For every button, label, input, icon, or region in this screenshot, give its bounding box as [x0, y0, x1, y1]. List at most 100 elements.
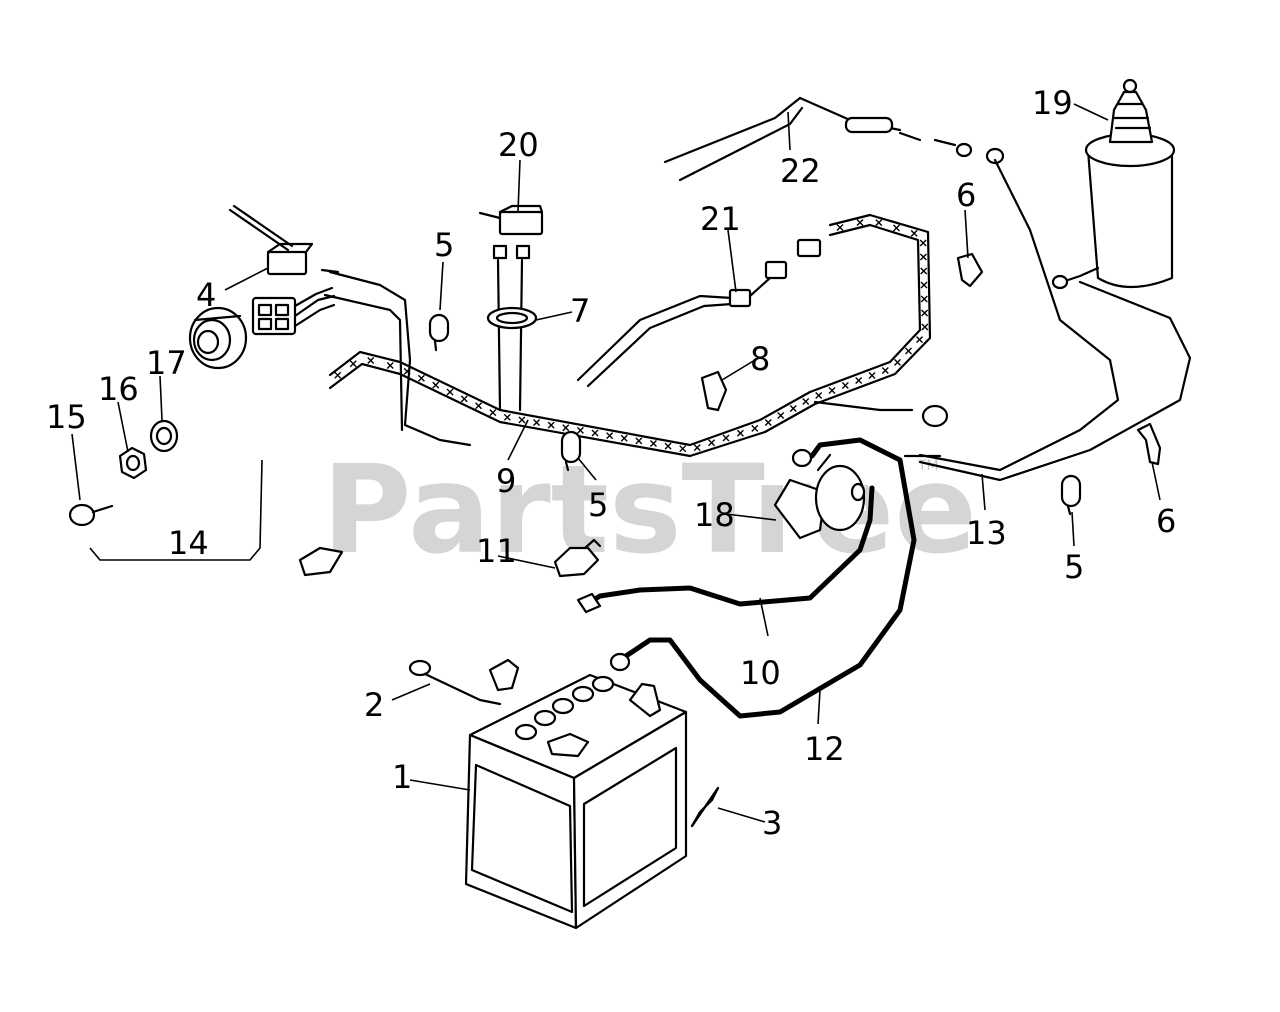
clamp-6-top[interactable] [956, 252, 984, 288]
harness-weave-mark [432, 381, 440, 389]
harness-weave-mark [919, 253, 927, 261]
callout-4: 4 [196, 276, 216, 314]
solenoid[interactable] [773, 448, 866, 540]
main-wire-harness[interactable] [328, 213, 932, 458]
callout-5-top: 5 [434, 226, 454, 264]
callout-1: 1 [392, 758, 412, 796]
harness-weave-mark [910, 229, 918, 237]
harness-weave-mark [815, 392, 823, 399]
harness-weave-mark [386, 362, 394, 369]
ignition-key[interactable] [68, 503, 114, 527]
watermark: PartsTree TM [322, 439, 977, 581]
terminal-boot[interactable] [298, 538, 602, 578]
harness-weave-mark [693, 444, 701, 452]
callout-8: 8 [750, 340, 770, 378]
callout-14: 14 [168, 524, 209, 562]
harness-weave-mark [920, 267, 928, 275]
watermark-text: PartsTree [322, 439, 977, 581]
callout-2: 2 [364, 686, 384, 724]
harness-weave-mark [591, 429, 599, 437]
harness-weave-mark [679, 445, 687, 453]
callout-17: 17 [146, 344, 187, 382]
battery-pad[interactable] [690, 786, 720, 828]
harness-weave-mark [722, 434, 730, 442]
harness-weave-mark [736, 429, 744, 437]
harness-weave-mark [367, 357, 375, 364]
ignition-coil[interactable] [1051, 78, 1176, 290]
callout-21: 21 [700, 200, 741, 238]
harness-weave-mark [921, 309, 929, 317]
battery-cable-10[interactable] [576, 485, 875, 614]
battery[interactable] [464, 673, 688, 930]
grommet[interactable] [486, 306, 538, 330]
callout-9: 9 [496, 462, 516, 500]
leader-lines [71, 103, 1161, 823]
battery-caps [514, 675, 615, 741]
harness-weave-mark [576, 426, 584, 434]
wire-22[interactable] [663, 96, 1005, 182]
harness-weave-mark [920, 295, 928, 303]
relay[interactable] [478, 204, 544, 260]
harness-weave-mark [664, 442, 672, 450]
harness-weave-mark [881, 367, 889, 374]
battery-cable-12[interactable] [609, 437, 917, 719]
harness-weave-mark [855, 377, 863, 384]
callout-22: 22 [780, 152, 821, 190]
harness-weave-marks [334, 219, 929, 453]
harness-weave-mark [893, 224, 900, 232]
harness-weave-mark [751, 424, 759, 432]
harness-weave-mark [562, 424, 570, 432]
harness-weave-mark [802, 398, 810, 405]
harness-weave-mark [503, 413, 511, 421]
callout-6-right: 6 [1156, 502, 1176, 540]
harness-weave-mark [708, 439, 716, 447]
harness-weave-mark [828, 387, 836, 394]
harness-weave-mark [417, 374, 425, 382]
callout-5-middle: 5 [588, 486, 608, 524]
ignition-washer[interactable] [149, 419, 179, 453]
harness-weave-mark [905, 347, 912, 355]
harness-weave-mark [764, 419, 772, 426]
harness-weave-mark [875, 219, 883, 227]
ignition-switch[interactable] [188, 306, 248, 370]
harness-weave-mark [518, 416, 526, 424]
harness-weave-mark [349, 360, 357, 368]
harness-weave-mark [620, 434, 628, 442]
wire-13[interactable] [813, 158, 1192, 482]
harness-connector-plug[interactable] [251, 286, 336, 336]
callout-10: 10 [740, 654, 781, 692]
harness-weave-mark [916, 336, 923, 344]
callout-6-top: 6 [956, 176, 976, 214]
harness-weave-mark [446, 388, 454, 396]
callout-18: 18 [694, 496, 735, 534]
clamp-8[interactable] [700, 370, 728, 412]
clamp-5-middle[interactable] [560, 430, 582, 472]
clamp-6-right[interactable] [1136, 422, 1162, 466]
battery-hold-down[interactable] [408, 658, 520, 706]
harness-weave-mark [489, 409, 497, 417]
harness-weave-mark [460, 395, 468, 403]
harness-weave-mark [836, 224, 844, 231]
harness-weave-mark [533, 419, 541, 427]
harness-weave-mark [649, 439, 657, 447]
harness-weave-mark [920, 281, 928, 289]
harness-weave-mark [919, 239, 927, 247]
callout-12: 12 [804, 730, 845, 768]
harness-weave-mark [606, 432, 614, 440]
callout-11: 11 [476, 532, 517, 570]
clamp-5-top[interactable] [428, 313, 450, 352]
safety-switch[interactable] [228, 204, 340, 276]
harness-weave-mark [475, 402, 483, 410]
callout-16: 16 [98, 370, 139, 408]
clamp-5-right[interactable] [1060, 474, 1082, 516]
ignition-nut[interactable] [118, 446, 148, 480]
harness-21[interactable] [576, 238, 822, 388]
bracket-14 [89, 459, 263, 561]
callout-19: 19 [1032, 84, 1073, 122]
harness-weave-mark [894, 358, 901, 366]
harness-weave-mark [334, 371, 342, 379]
harness-weave-mark [856, 219, 864, 226]
callout-13: 13 [966, 514, 1007, 552]
harness-weave-mark [841, 382, 849, 389]
